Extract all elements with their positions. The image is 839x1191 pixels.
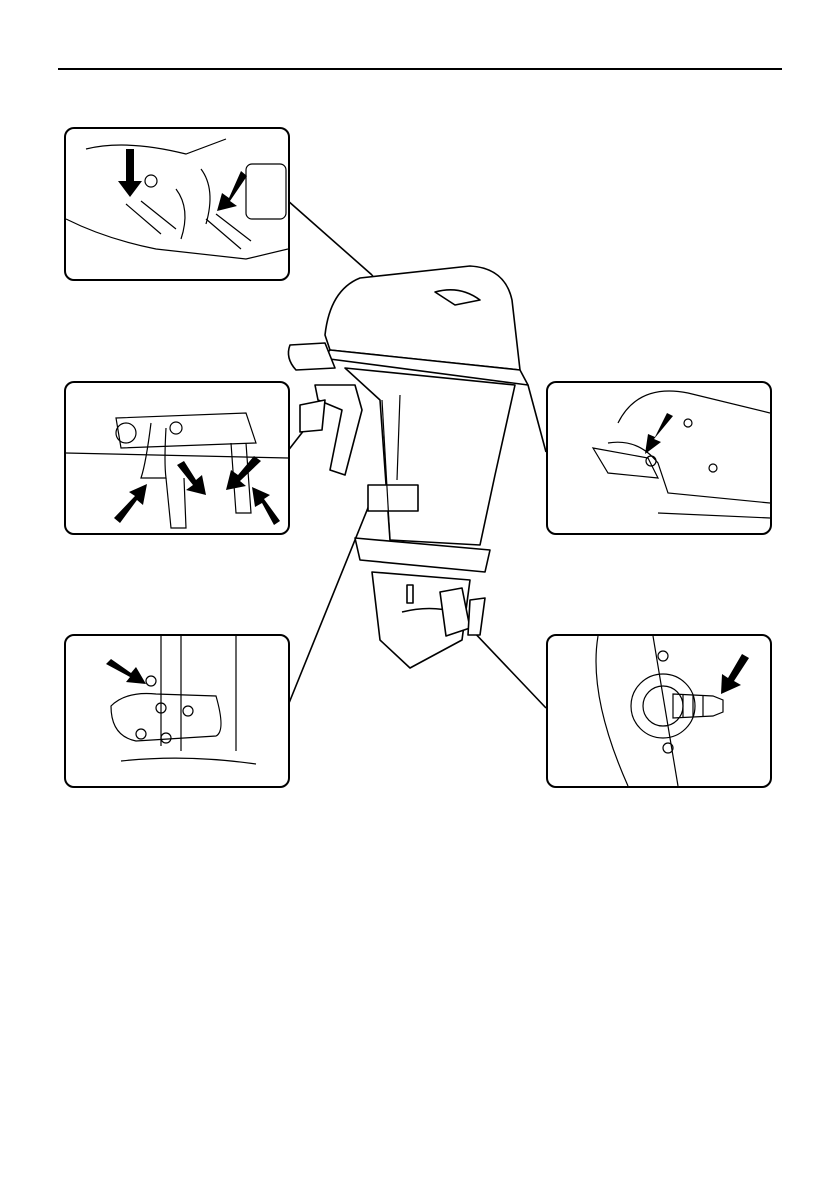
bolt-4 — [161, 733, 171, 743]
engine-top-edge — [86, 139, 226, 154]
arrow-pointer-2 — [177, 461, 206, 495]
engine-outline — [66, 219, 288, 259]
housing-bolt-top — [658, 651, 668, 661]
lower-edge — [658, 513, 770, 518]
bracket-edges — [161, 636, 236, 751]
detail-drawing-grease-fitting — [66, 636, 288, 786]
screw-1 — [684, 419, 692, 427]
arrow-pointer-1 — [645, 413, 673, 454]
hose — [176, 189, 185, 239]
skeg-edge — [653, 636, 678, 786]
cowling-edge — [618, 391, 770, 423]
arrow-pointer-1 — [118, 149, 142, 197]
detail-panel-middle-right — [546, 381, 772, 535]
bracket-arm-left — [141, 423, 166, 478]
cable — [201, 169, 210, 224]
lever-left — [166, 478, 186, 528]
arrow-pointer-3 — [226, 456, 261, 490]
arrow-pointer-1 — [106, 659, 146, 684]
water-inlet — [407, 585, 413, 603]
arrow-pointer-1 — [721, 654, 749, 694]
tiller-handle — [288, 343, 335, 370]
arrow-pointer-2 — [217, 171, 247, 211]
detail-panel-bottom-right — [546, 634, 772, 788]
transom-edge — [121, 758, 256, 764]
detail-drawing-linkages — [66, 129, 288, 279]
linkage-rod-left — [126, 201, 176, 234]
detail-drawing-cowling-latch — [548, 383, 770, 533]
detail-panel-top-left — [64, 127, 290, 281]
housing-ring — [643, 686, 683, 726]
lower-cowling — [345, 368, 515, 545]
arrow-pointer-4 — [252, 487, 280, 525]
clamp-plate — [111, 694, 221, 742]
linkage-rod-right — [206, 214, 251, 249]
detail-panel-bottom-left — [64, 634, 290, 788]
component-housing — [246, 164, 286, 219]
detail-drawing-bracket-pivots — [66, 383, 288, 533]
detail-drawing-propeller-shaft — [548, 636, 770, 786]
bolt-3 — [136, 729, 146, 739]
bolt-head — [145, 175, 157, 187]
propeller-hub — [468, 598, 485, 635]
arrow-pointer-1 — [114, 484, 147, 523]
pivot-bolt — [170, 422, 182, 434]
bracket-plate — [368, 485, 418, 511]
tilt-lever — [300, 400, 325, 432]
bolt-2 — [183, 706, 193, 716]
screw-2 — [709, 464, 717, 472]
outboard-motor-illustration — [270, 250, 560, 680]
bearing-housing — [631, 674, 695, 738]
gearcase-edge — [596, 636, 628, 786]
upper-bracket — [116, 413, 256, 448]
detail-panel-middle-left — [64, 381, 290, 535]
shaft-splines — [683, 694, 703, 718]
grease-nipple — [146, 676, 156, 686]
header-rule — [58, 68, 782, 70]
latch-housing — [608, 442, 770, 503]
